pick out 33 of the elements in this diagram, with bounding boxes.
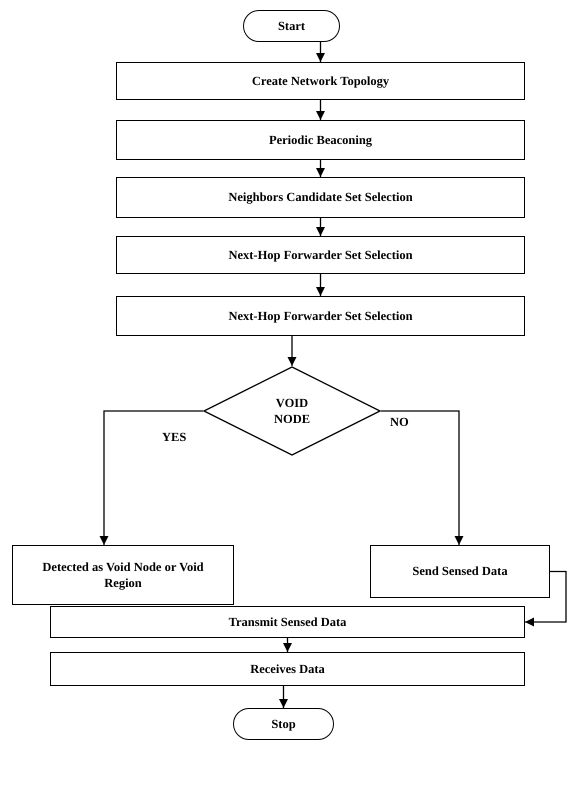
- arrow: [525, 570, 567, 627]
- process-box: [116, 236, 525, 274]
- process-box: [50, 652, 525, 686]
- process-box: [370, 545, 550, 598]
- process-box: [116, 120, 525, 160]
- arrow: [99, 410, 203, 545]
- node-label: Create Network Topology: [250, 72, 390, 90]
- node-label: Neighbors Candidate Set Selection: [227, 189, 414, 206]
- process-box: [12, 545, 234, 605]
- arrow: [287, 336, 297, 366]
- node-label: Periodic Beaconing: [268, 132, 374, 148]
- arrow: [316, 218, 326, 236]
- arrow: [381, 410, 464, 545]
- node-label: Start: [276, 18, 306, 34]
- process-box: [116, 296, 525, 336]
- node-label: Next-Hop Forwarder Set Selection: [227, 246, 414, 264]
- arrow: [316, 274, 326, 296]
- process-box: [50, 606, 525, 638]
- node-label: VOID NODE: [272, 394, 312, 428]
- decision-diamond: [203, 366, 381, 456]
- node-label: Send Sensed Data: [411, 563, 509, 580]
- arrow: [316, 100, 326, 120]
- arrow: [282, 638, 292, 652]
- process-box: [116, 177, 525, 218]
- arrow: [316, 160, 326, 177]
- process-box: [116, 62, 525, 100]
- node-label: Next-Hop Forwarder Set Selection: [227, 308, 414, 324]
- arrow: [316, 42, 326, 62]
- node-label: Receives Data: [249, 660, 326, 678]
- node-label: Stop: [270, 716, 297, 732]
- arrow: [278, 686, 288, 708]
- node-label: Detected as Void Node or Void Region: [41, 558, 205, 592]
- node-label: Transmit Sensed Data: [228, 614, 348, 630]
